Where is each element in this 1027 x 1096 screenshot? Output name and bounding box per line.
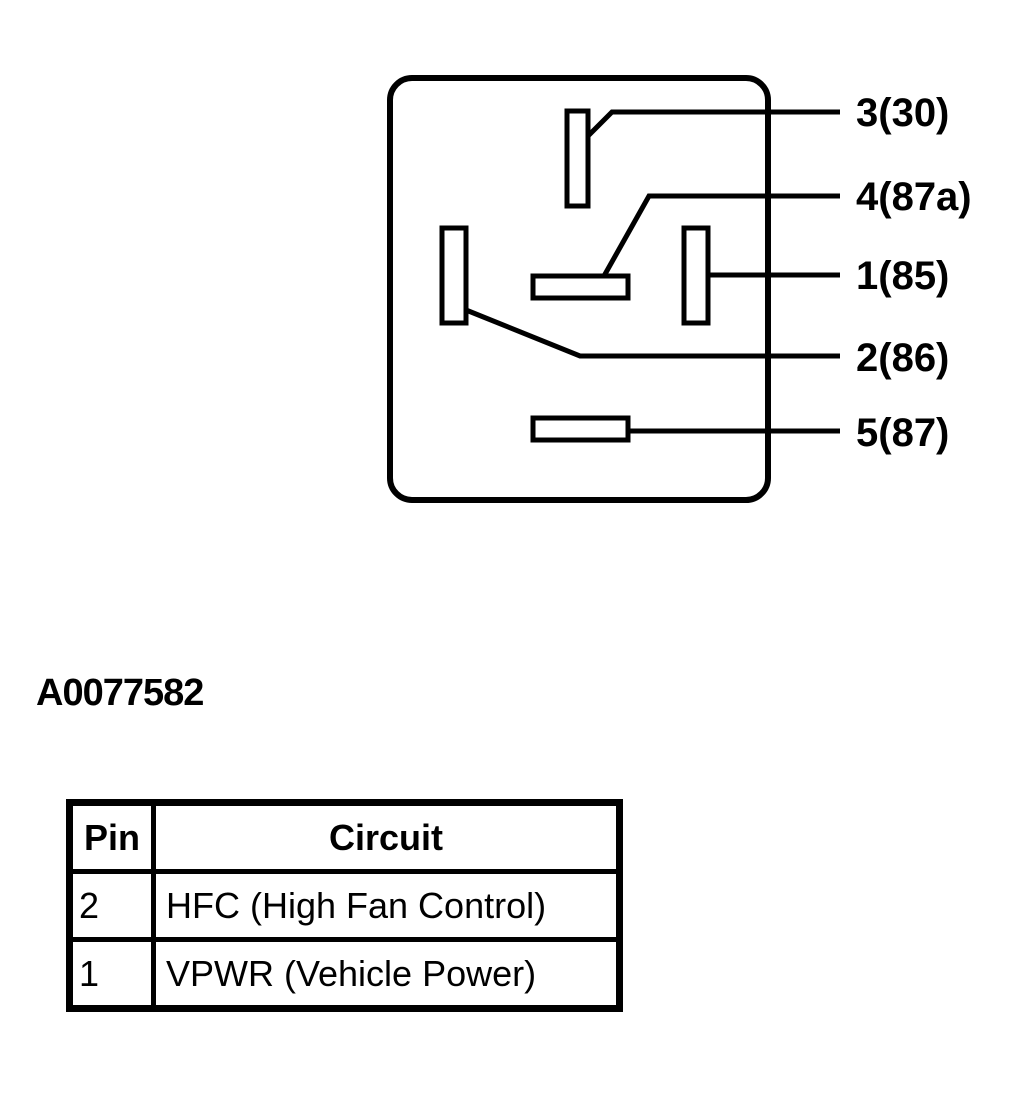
- circuit-cell: HFC (High Fan Control): [151, 869, 622, 942]
- connector-outline: [387, 75, 771, 503]
- pin-circuit-table: Pin Circuit 2 HFC (High Fan Control) 1 V…: [66, 799, 623, 1012]
- pin-column-header: Pin: [67, 800, 156, 874]
- leader-line-3: [586, 109, 840, 138]
- terminal-2: [439, 225, 469, 326]
- figure-id: A0077582: [36, 672, 204, 714]
- pin-label-2: 2(86): [856, 336, 949, 380]
- pin-cell: 2: [67, 869, 156, 942]
- terminal-1: [681, 225, 711, 326]
- pin-label-3: 3(30): [856, 91, 949, 135]
- terminal-3: [564, 108, 591, 209]
- leader-line-2: [465, 307, 840, 359]
- circuit-cell: VPWR (Vehicle Power): [151, 937, 622, 1011]
- table-header-row: Pin Circuit: [67, 800, 622, 874]
- circuit-column-header: Circuit: [151, 800, 622, 874]
- terminal-5: [530, 415, 631, 443]
- pin-label-4: 4(87a): [856, 175, 972, 219]
- pin-label-1: 1(85): [856, 254, 949, 298]
- terminal-4: [530, 273, 631, 301]
- leader-line-4: [601, 193, 840, 278]
- table-row: 1 VPWR (Vehicle Power): [67, 937, 622, 1011]
- table-row: 2 HFC (High Fan Control): [67, 869, 622, 942]
- relay-connector-diagram: 3(30) 4(87a) 1(85) 2(86) 5(87): [387, 75, 972, 503]
- pin-label-5: 5(87): [856, 411, 949, 455]
- pin-cell: 1: [67, 937, 156, 1011]
